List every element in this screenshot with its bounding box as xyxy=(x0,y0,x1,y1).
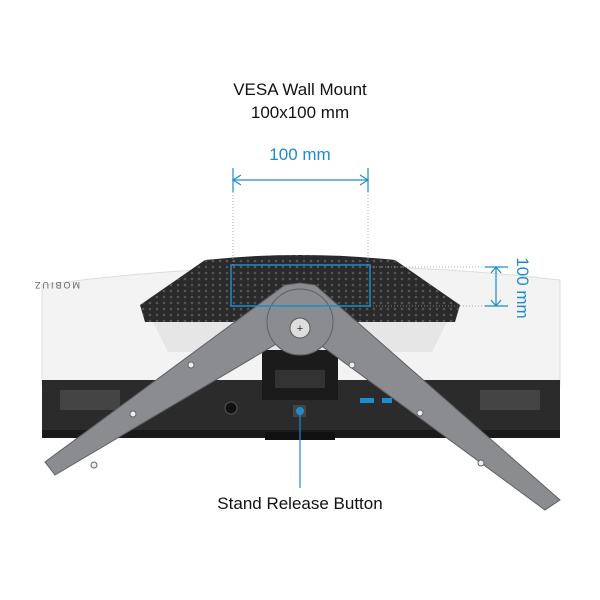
usb-port xyxy=(360,398,374,403)
vent-slots xyxy=(60,390,540,410)
width-dimension-label: 100 mm xyxy=(269,145,331,164)
height-dimension-label: 100 mm xyxy=(513,257,532,319)
vesa-area xyxy=(230,264,371,307)
brand-logo: MOBIUZ xyxy=(33,280,80,290)
usb-port xyxy=(382,398,392,403)
title-line-2: 100x100 mm xyxy=(250,103,350,122)
title-line-1: VESA Wall Mount xyxy=(233,80,367,99)
stand-screw xyxy=(289,317,311,339)
svg-text:+: + xyxy=(297,323,303,335)
power-button xyxy=(224,401,238,415)
stand-release-label: Stand Release Button xyxy=(217,494,383,513)
